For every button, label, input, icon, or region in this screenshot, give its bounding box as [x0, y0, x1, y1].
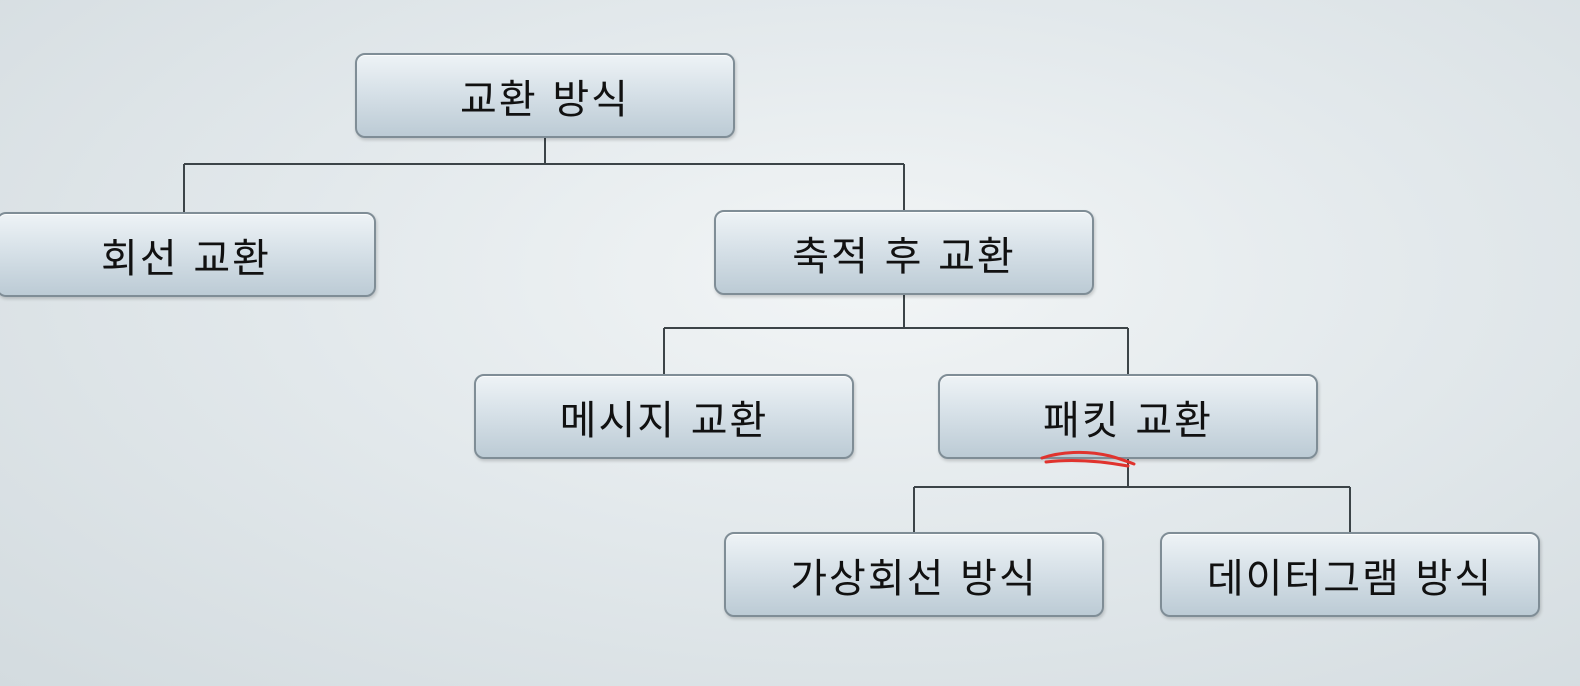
node-circuit-switching: 회선 교환 — [0, 212, 376, 297]
underline-stroke — [1040, 450, 1136, 468]
node-virtual-circuit: 가상회선 방식 — [724, 532, 1104, 617]
node-label: 패킷 교환 — [1043, 397, 1213, 444]
node-datagram: 데이터그램 방식 — [1160, 532, 1540, 617]
node-store-and-forward: 축적 후 교환 — [714, 210, 1094, 295]
node-switching-methods: 교환 방식 — [355, 53, 735, 138]
node-label: 축적 후 교환 — [792, 233, 1016, 280]
node-message-switching: 메시지 교환 — [474, 374, 854, 459]
node-label: 가상회선 방식 — [790, 555, 1038, 602]
node-label: 데이터그램 방식 — [1206, 555, 1494, 602]
node-label: 교환 방식 — [460, 76, 630, 123]
node-label: 회선 교환 — [101, 235, 271, 282]
node-packet-switching: 패킷 교환 — [938, 374, 1318, 459]
node-label: 메시지 교환 — [559, 397, 769, 444]
